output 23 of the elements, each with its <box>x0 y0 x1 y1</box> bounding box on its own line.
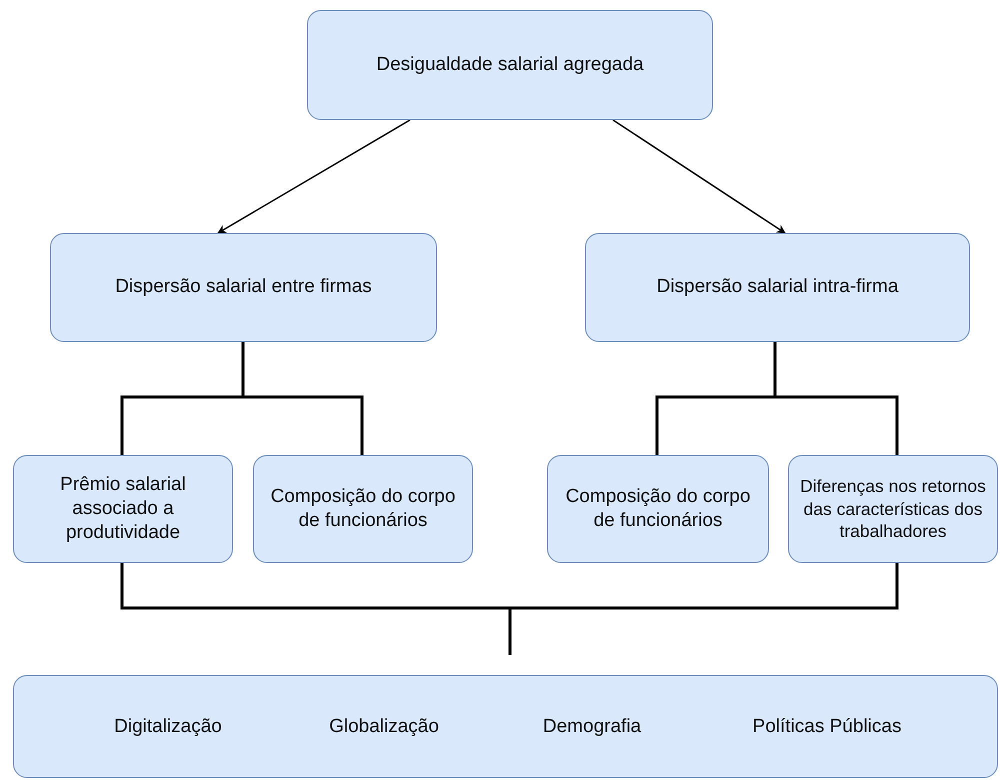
process-box <box>253 455 473 563</box>
process-box <box>50 233 437 342</box>
node-label: Prêmio salarial associado a produtividade <box>59 472 187 546</box>
node-label: Demografia <box>542 714 642 738</box>
process-box <box>788 455 998 563</box>
connector-line <box>774 342 898 455</box>
node-label: Composição do corpo de funcionários <box>270 484 456 533</box>
node-label: Diferenças nos retornos das características dos trabalhadores <box>799 475 987 543</box>
arrow <box>612 119 786 234</box>
node-label: Políticas Públicas <box>752 714 902 738</box>
node-label: Composição do corpo de funcionários <box>564 484 752 533</box>
factors-panel <box>13 675 998 778</box>
arrow <box>217 119 410 234</box>
process-box <box>585 233 970 342</box>
node-label: Desigualdade salarial agregada <box>376 52 644 77</box>
connector-line <box>508 563 898 655</box>
node-label: Globalização <box>329 714 439 738</box>
process-box <box>307 10 713 120</box>
process-box <box>13 455 233 563</box>
node-label: Dispersão salarial entre firmas <box>115 275 372 300</box>
node-label: Dispersão salarial intra-firma <box>656 275 898 300</box>
node-label: Digitalização <box>114 714 222 738</box>
process-box <box>547 455 769 563</box>
